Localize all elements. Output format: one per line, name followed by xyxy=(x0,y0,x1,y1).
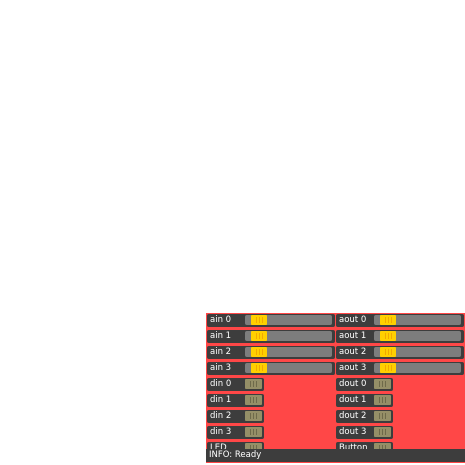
digital-row: din 2 xyxy=(207,410,335,425)
slider-knob[interactable] xyxy=(251,347,267,357)
status-bar: INFO: Ready xyxy=(206,449,465,462)
slider-track[interactable] xyxy=(374,331,461,341)
io-panel: ain 0 ain 1 ain 2 xyxy=(206,313,465,463)
analog-row: aout 1 xyxy=(336,330,464,345)
analog-row: aout 2 xyxy=(336,346,464,361)
toggle-switch[interactable] xyxy=(374,427,391,437)
slider-knob[interactable] xyxy=(380,331,396,341)
output-column: aout 0 aout 1 aout 2 xyxy=(336,313,464,457)
slider-track[interactable] xyxy=(245,315,332,325)
aout-3-slider[interactable]: aout 3 xyxy=(336,362,464,375)
aout-1-slider[interactable]: aout 1 xyxy=(336,330,464,343)
digital-row: din 1 xyxy=(207,394,335,409)
input-column: ain 0 ain 1 ain 2 xyxy=(207,313,335,457)
din-0-label: din 0 xyxy=(210,379,232,389)
dout-0-label: dout 0 xyxy=(339,379,367,389)
toggle-switch[interactable] xyxy=(374,379,391,389)
led-label: LED xyxy=(210,443,227,453)
din-3-toggle[interactable]: din 3 xyxy=(207,426,264,439)
dout-1-toggle[interactable]: dout 1 xyxy=(336,394,393,407)
analog-row: ain 3 xyxy=(207,362,335,377)
dout-3-toggle[interactable]: dout 3 xyxy=(336,426,393,439)
slider-track[interactable] xyxy=(374,315,461,325)
digital-row: din 0 xyxy=(207,378,335,393)
ain-3-label: ain 3 xyxy=(210,363,232,373)
dout-0-toggle[interactable]: dout 0 xyxy=(336,378,393,391)
analog-row: aout 3 xyxy=(336,362,464,377)
dout-2-label: dout 2 xyxy=(339,411,367,421)
slider-track[interactable] xyxy=(245,331,332,341)
aout-3-label: aout 3 xyxy=(339,363,367,373)
dout-2-toggle[interactable]: dout 2 xyxy=(336,410,393,423)
din-2-label: din 2 xyxy=(210,411,232,421)
aout-2-slider[interactable]: aout 2 xyxy=(336,346,464,359)
aout-2-label: aout 2 xyxy=(339,347,367,357)
aout-0-label: aout 0 xyxy=(339,315,367,325)
slider-track[interactable] xyxy=(374,347,461,357)
aout-1-label: aout 1 xyxy=(339,331,367,341)
slider-knob[interactable] xyxy=(380,347,396,357)
ain-1-label: ain 1 xyxy=(210,331,232,341)
dout-1-label: dout 1 xyxy=(339,395,367,405)
ain-0-label: ain 0 xyxy=(210,315,232,325)
digital-row: din 3 xyxy=(207,426,335,441)
digital-row: dout 2 xyxy=(336,410,464,425)
ain-1-slider[interactable]: ain 1 xyxy=(207,330,335,343)
digital-row: dout 0 xyxy=(336,378,464,393)
ain-2-slider[interactable]: ain 2 xyxy=(207,346,335,359)
digital-row: dout 1 xyxy=(336,394,464,409)
din-3-label: din 3 xyxy=(210,427,232,437)
analog-row: ain 0 xyxy=(207,314,335,329)
analog-row: aout 0 xyxy=(336,314,464,329)
slider-knob[interactable] xyxy=(251,331,267,341)
slider-knob[interactable] xyxy=(251,315,267,325)
slider-track[interactable] xyxy=(245,363,332,373)
ain-3-slider[interactable]: ain 3 xyxy=(207,362,335,375)
toggle-switch[interactable] xyxy=(245,379,262,389)
analog-row: ain 1 xyxy=(207,330,335,345)
din-0-toggle[interactable]: din 0 xyxy=(207,378,264,391)
din-1-toggle[interactable]: din 1 xyxy=(207,394,264,407)
din-2-toggle[interactable]: din 2 xyxy=(207,410,264,423)
toggle-switch[interactable] xyxy=(245,427,262,437)
slider-track[interactable] xyxy=(245,347,332,357)
slider-knob[interactable] xyxy=(251,363,267,373)
ain-2-label: ain 2 xyxy=(210,347,232,357)
toggle-switch[interactable] xyxy=(245,411,262,421)
analog-row: ain 2 xyxy=(207,346,335,361)
ain-0-slider[interactable]: ain 0 xyxy=(207,314,335,327)
slider-track[interactable] xyxy=(374,363,461,373)
toggle-switch[interactable] xyxy=(245,395,262,405)
dout-3-label: dout 3 xyxy=(339,427,367,437)
slider-knob[interactable] xyxy=(380,315,396,325)
toggle-switch[interactable] xyxy=(374,411,391,421)
digital-row: dout 3 xyxy=(336,426,464,441)
button-label: Button xyxy=(339,443,368,453)
slider-knob[interactable] xyxy=(380,363,396,373)
button-indicator[interactable] xyxy=(374,443,391,453)
led-indicator[interactable] xyxy=(245,443,262,453)
toggle-switch[interactable] xyxy=(374,395,391,405)
din-1-label: din 1 xyxy=(210,395,232,405)
aout-0-slider[interactable]: aout 0 xyxy=(336,314,464,327)
